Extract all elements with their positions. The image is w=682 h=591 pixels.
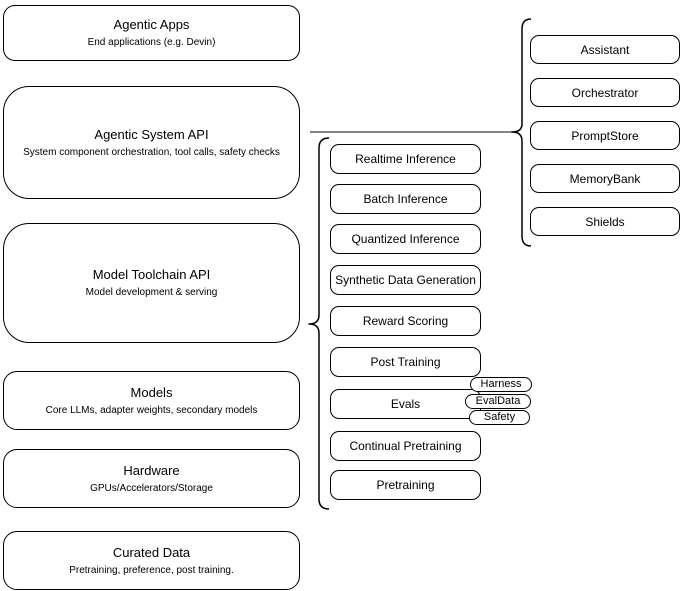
system-components-group-brace	[511, 18, 532, 247]
node-model-toolchain-api: Model Toolchain API Model development & …	[3, 223, 300, 343]
node-post-training: Post Training	[330, 347, 481, 377]
node-memorybank: MemoryBank	[530, 164, 680, 193]
node-assistant: Assistant	[530, 35, 680, 64]
node-realtime-inference: Realtime Inference	[330, 144, 481, 174]
node-agentic-system-api: Agentic System API System component orch…	[3, 86, 300, 199]
node-models: Models Core LLMs, adapter weights, secon…	[3, 371, 300, 430]
node-title: Model Toolchain API	[92, 267, 211, 282]
tag-evaldata: EvalData	[465, 394, 531, 409]
node-synthetic-data-generation: Synthetic Data Generation	[330, 265, 481, 295]
node-evals: Evals	[330, 389, 481, 419]
node-promptstore: PromptStore	[530, 121, 680, 150]
node-title: Curated Data	[112, 544, 191, 560]
node-title: Agentic Apps	[113, 17, 190, 32]
node-subtitle: System component orchestration, tool cal…	[23, 146, 280, 158]
node-reward-scoring: Reward Scoring	[330, 306, 481, 336]
node-quantized-inference: Quantized Inference	[330, 224, 481, 254]
node-hardware: Hardware GPUs/Accelerators/Storage	[3, 449, 300, 508]
node-pretraining: Pretraining	[330, 470, 481, 500]
node-orchestrator: Orchestrator	[530, 78, 680, 107]
node-agentic-apps: Agentic Apps End applications (e.g. Devi…	[3, 5, 300, 61]
node-subtitle: Core LLMs, adapter weights, secondary mo…	[45, 404, 258, 416]
node-continual-pretraining: Continual Pretraining	[330, 431, 481, 461]
tag-harness: Harness	[470, 377, 532, 392]
node-subtitle: Model development & serving	[85, 287, 218, 298]
node-title: Models	[130, 384, 173, 400]
node-subtitle: Pretraining, preference, post training.	[69, 564, 234, 576]
node-curated-data: Curated Data Pretraining, preference, po…	[3, 531, 300, 590]
node-shields: Shields	[530, 207, 680, 236]
node-subtitle: End applications (e.g. Devin)	[87, 37, 216, 48]
tag-safety: Safety	[469, 410, 530, 425]
toolchain-group-brace	[308, 137, 330, 510]
node-title: Hardware	[123, 462, 180, 478]
node-subtitle: GPUs/Accelerators/Storage	[90, 482, 213, 494]
node-title: Agentic System API	[94, 126, 209, 142]
node-batch-inference: Batch Inference	[330, 184, 481, 214]
